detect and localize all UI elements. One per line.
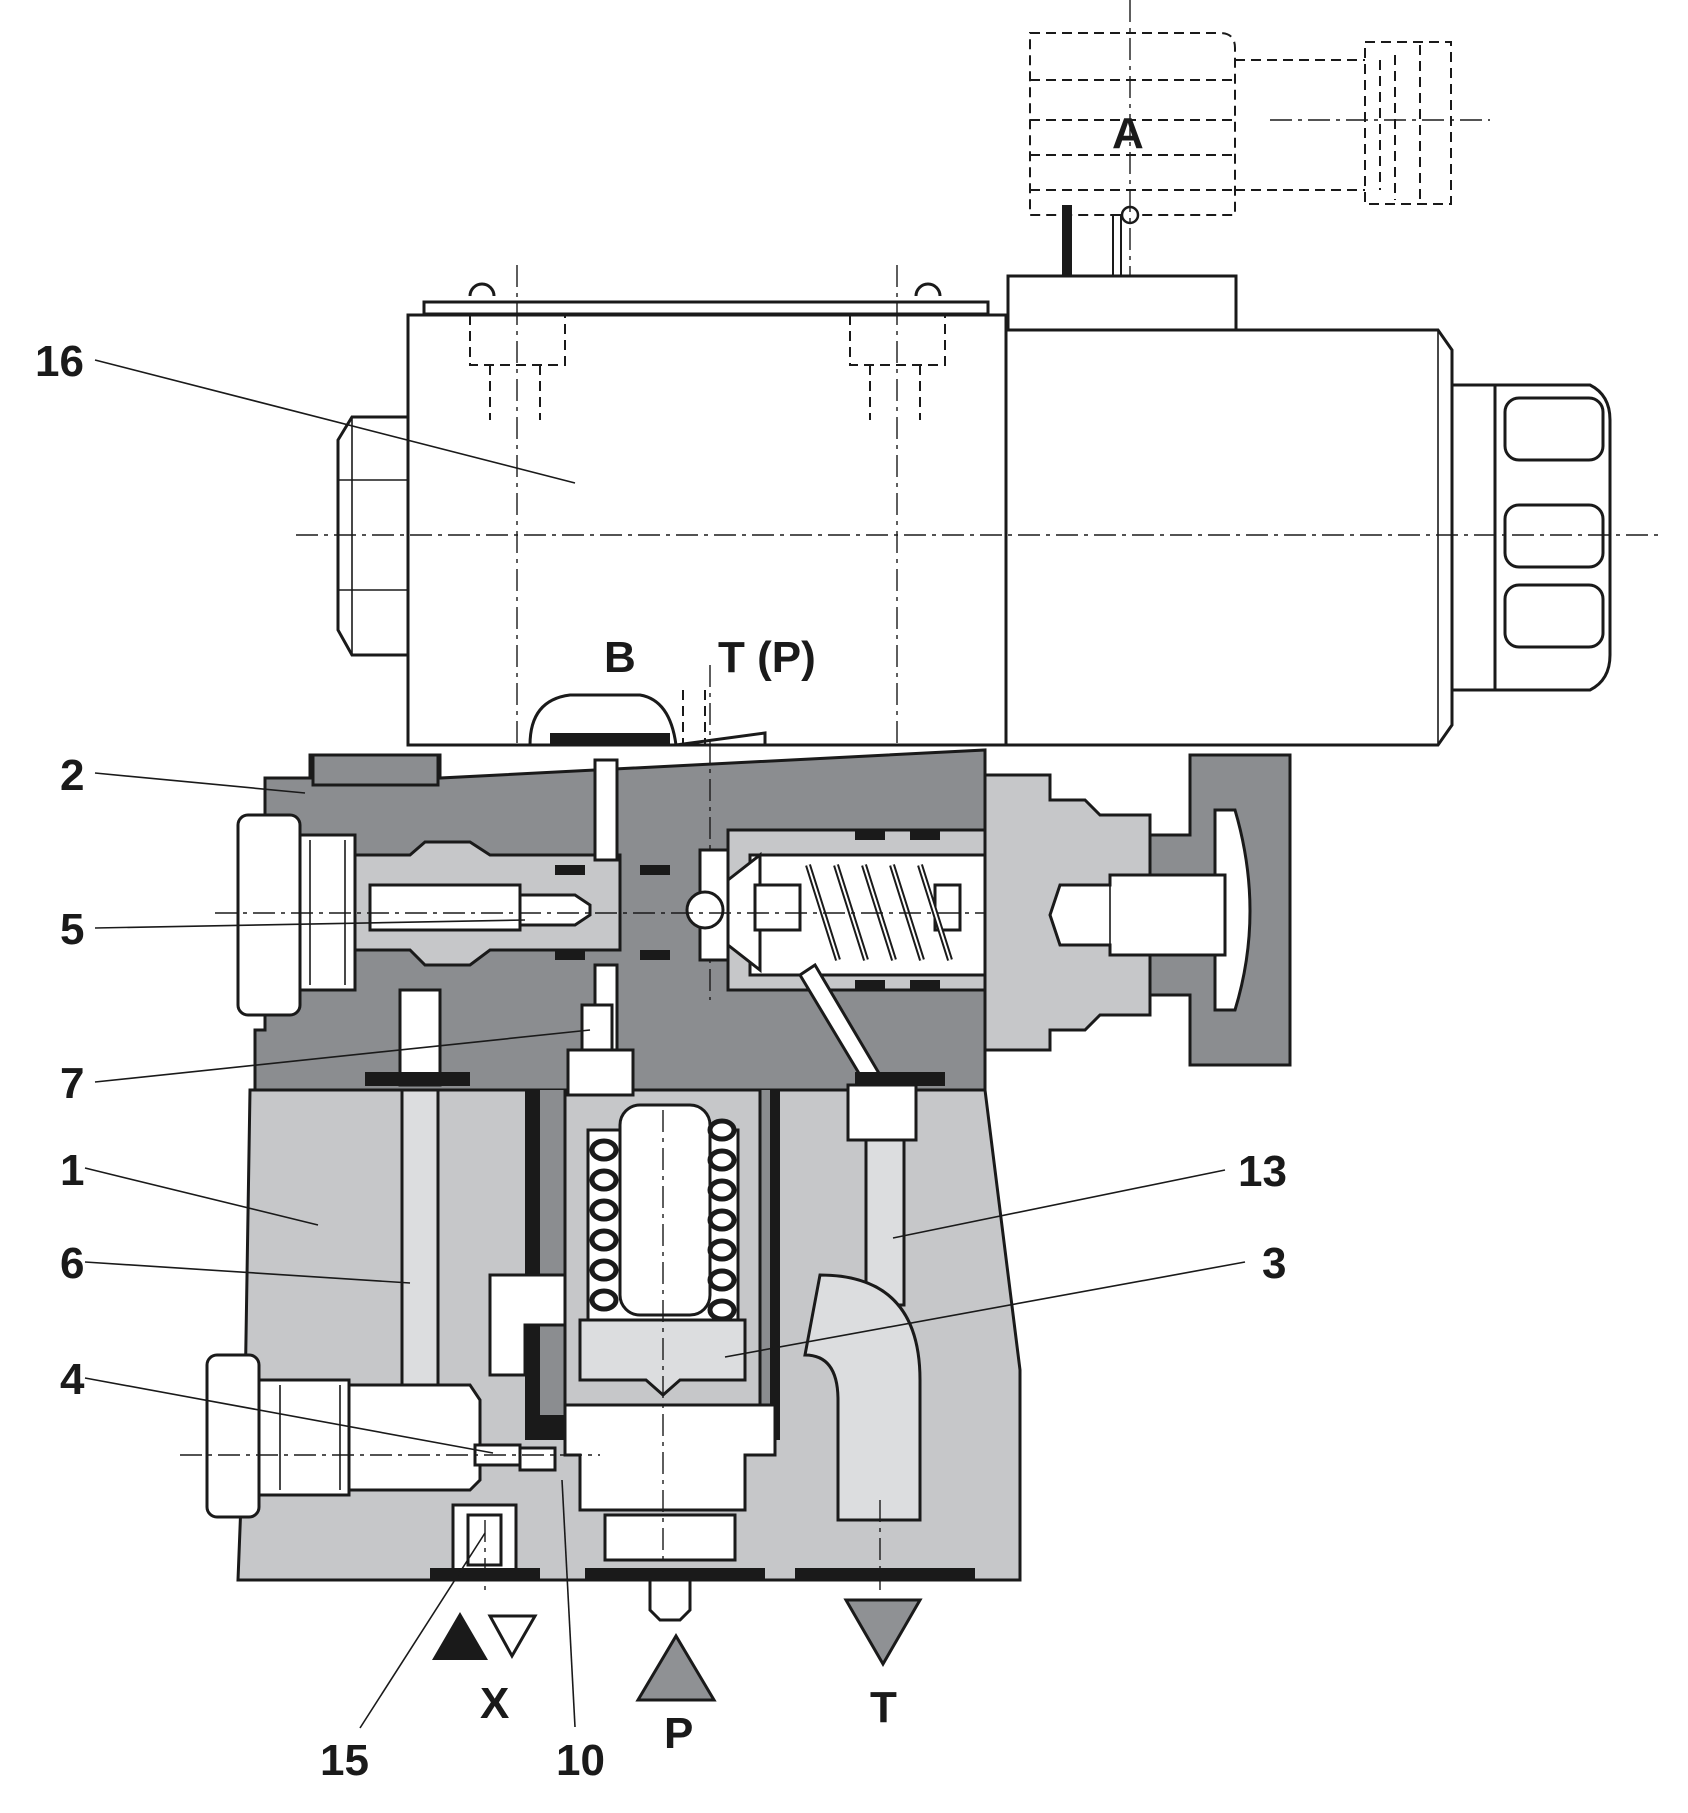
callout-3: 3 [1262, 1239, 1286, 1288]
callout-15: 15 [320, 1736, 369, 1785]
port-label-X: X [480, 1679, 509, 1728]
pilot-body-2 [215, 665, 1290, 1092]
callout-16: 16 [35, 337, 84, 386]
connector-pin-2 [1112, 214, 1122, 281]
port-X-return-triangle-icon [487, 1614, 538, 1660]
callout-5: 5 [60, 905, 84, 954]
port-label-T-P: T (P) [718, 633, 816, 682]
callout-2: 2 [60, 751, 84, 800]
callout-7: 7 [60, 1059, 84, 1108]
solenoid-coil-16 [336, 265, 1008, 747]
callout-6: 6 [60, 1239, 84, 1288]
leader-lines [84, 359, 1246, 1729]
main-body-1 [180, 1048, 1022, 1622]
port-label-A: A [1112, 109, 1144, 158]
callout-1: 1 [60, 1146, 84, 1195]
solenoid-tube [296, 328, 1660, 747]
port-label-B: B [604, 633, 636, 682]
port-label-T: T [870, 1683, 897, 1732]
port-X-supply-triangle-icon [432, 1612, 488, 1660]
callout-10: 10 [556, 1736, 605, 1785]
port-label-P: P [664, 1709, 693, 1758]
port-T-triangle-icon [843, 1598, 923, 1667]
callout-4: 4 [60, 1355, 85, 1404]
pressure-adjust-knob [983, 753, 1292, 1067]
connector-pin-1 [1062, 205, 1072, 280]
callout-13: 13 [1238, 1147, 1287, 1196]
port-P-triangle-icon [635, 1633, 717, 1702]
